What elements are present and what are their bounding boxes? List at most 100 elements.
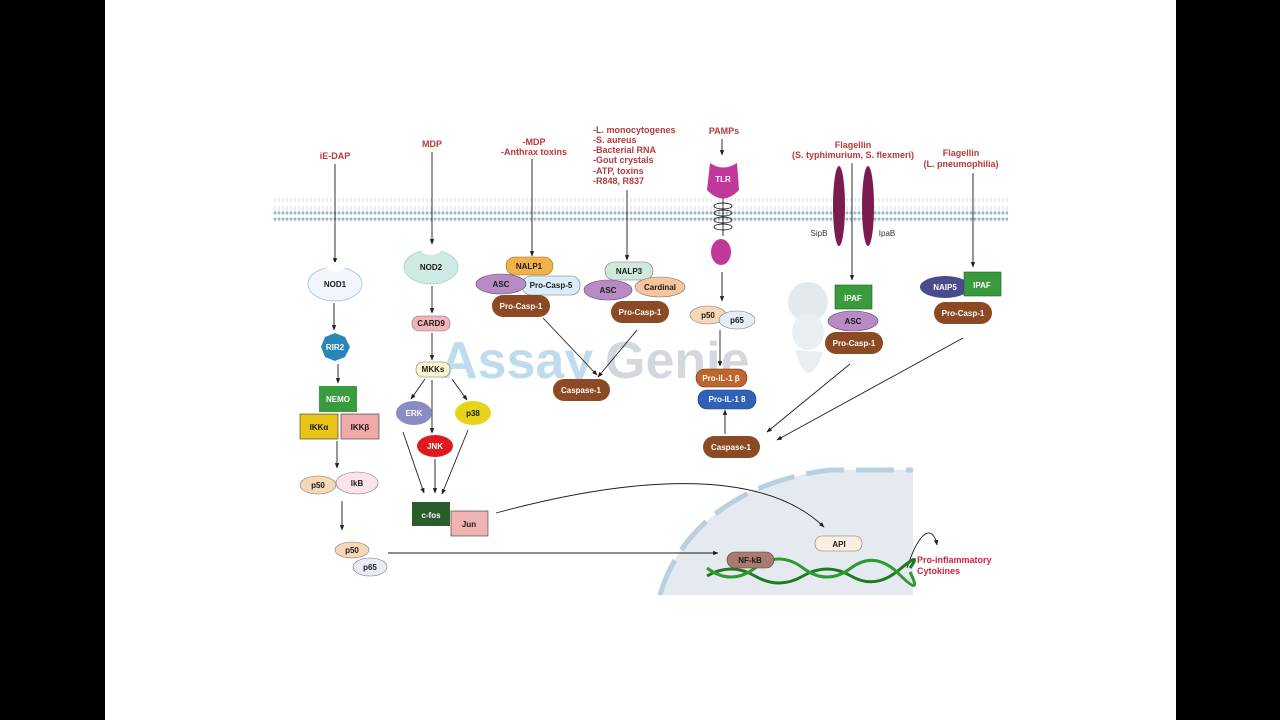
procasp1-c-node: Pro-Casp-1 xyxy=(825,332,883,354)
erk-label: ERK xyxy=(406,409,423,418)
nalp3-trigger-4: -Gout crystals xyxy=(593,155,654,165)
nalp3-trigger-1: -L. monocytogenes xyxy=(593,125,676,135)
nod2-branch: NOD2 CARD9 MKKs ERK p38 JNK c-fos Jun xyxy=(396,245,491,537)
ipaf-a-node: IPAF xyxy=(834,284,873,310)
ikb-label: IkB xyxy=(351,479,364,488)
tlr-receptor: TLR xyxy=(707,163,739,265)
nalp3-trigger-5: -ATP, toxins xyxy=(593,166,644,176)
mkks-node: MKKs xyxy=(415,361,451,378)
proil18-label: Pro-IL-1 8 xyxy=(709,395,746,404)
nod1-branch: NOD1 RIR2 NEMO IKKα IKKβ p50 IkB p50 xyxy=(299,262,388,577)
procasp1-b-node: Pro-Casp-1 xyxy=(611,301,669,323)
tlr-branch: TLR p50 p65 Pro-iL-1 β Pro-IL-1 8 Caspas… xyxy=(689,163,760,458)
procasp5-label: Pro-Casp-5 xyxy=(530,281,573,290)
tlr-label: TLR xyxy=(715,175,731,184)
stimulus-ie-dap: iE-DAP xyxy=(320,151,351,161)
procasp1-b-label: Pro-Casp-1 xyxy=(619,308,662,317)
jun-label: Jun xyxy=(462,520,476,529)
asc-2-label: ASC xyxy=(600,286,617,295)
jun-node: Jun xyxy=(450,510,489,537)
ap1-label: API xyxy=(832,540,845,549)
stimulus-labels: iE-DAP MDP -MDP -Anthrax toxins -L. mono… xyxy=(320,125,999,186)
nalp3-label: NALP3 xyxy=(616,267,643,276)
p50-b-node: p50 xyxy=(334,541,370,559)
pathway-arrows xyxy=(331,139,976,569)
nalp3-node: NALP3 xyxy=(604,261,654,281)
card9-node: CARD9 xyxy=(411,315,451,332)
p65-b-label: p65 xyxy=(363,563,377,572)
procasp1-d-node: Pro-Casp-1 xyxy=(934,302,992,324)
nalp1-label: NALP1 xyxy=(516,262,543,271)
output-cytokines-line2: Cytokines xyxy=(917,566,960,576)
naip5-label: NAIP5 xyxy=(933,283,957,292)
watermark: Assay Genie xyxy=(440,282,828,390)
genie-mascot-icon xyxy=(788,282,828,374)
procasp1-a-node: Pro-Casp-1 xyxy=(492,295,550,317)
p65-c-label: p65 xyxy=(730,316,744,325)
ipaf-b-label: IPAF xyxy=(973,281,991,290)
proil1b-node: Pro-iL-1 β xyxy=(695,368,748,388)
ipab-channel: IpaB xyxy=(862,166,895,246)
p50-a-label: p50 xyxy=(311,481,325,490)
p38-node: p38 xyxy=(455,401,491,425)
stimulus-mdp-line1: -MDP xyxy=(523,137,546,147)
ipaf-b-node: IPAF xyxy=(963,271,1002,297)
caspase1-b-node: Caspase-1 xyxy=(703,436,760,458)
erk-node: ERK xyxy=(396,401,432,425)
nfkb-label: NF-kB xyxy=(738,556,762,565)
nod1-receptor: NOD1 xyxy=(307,262,363,302)
nalp1-node: NALP1 xyxy=(505,256,554,276)
naip5-node: NAIP5 xyxy=(920,276,970,298)
caspase1-b-label: Caspase-1 xyxy=(711,443,752,452)
jnk-label: JNK xyxy=(427,442,443,451)
procasp1-d-label: Pro-Casp-1 xyxy=(942,309,985,318)
cardinal-label: Cardinal xyxy=(644,283,676,292)
p50-a-node: p50 xyxy=(299,475,337,495)
p50-c-label: p50 xyxy=(701,311,715,320)
stimulus-flagellin-2: Flagellin xyxy=(943,148,980,158)
asc-3-node: ASC xyxy=(827,310,879,332)
cell-membrane xyxy=(273,198,1008,222)
nfkb-node: NF-kB xyxy=(726,551,775,569)
sipb-channel: SipB xyxy=(811,166,845,246)
p50-b-label: p50 xyxy=(345,546,359,555)
output-cytokines-line1: Pro-inflammatory xyxy=(917,555,992,565)
ikkb-node: IKKβ xyxy=(340,413,380,440)
ipaf-a-label: IPAF xyxy=(844,294,862,303)
jnk-node: JNK xyxy=(417,435,453,457)
pathway-diagram: Assay Genie xyxy=(273,125,1008,596)
card9-label: CARD9 xyxy=(417,319,445,328)
dna-helix xyxy=(706,557,917,587)
diagram-canvas: Assay Genie xyxy=(105,0,1176,720)
mkks-label: MKKs xyxy=(422,365,445,374)
nalp3-trigger-6: -R848, R837 xyxy=(593,176,644,186)
nemo-node: NEMO xyxy=(319,386,357,412)
rip2-label: RIR2 xyxy=(326,343,345,352)
cfos-label: c-fos xyxy=(421,511,441,520)
proil18-node: Pro-IL-1 8 xyxy=(697,389,757,410)
procasp1-c-label: Pro-Casp-1 xyxy=(833,339,876,348)
nalp3-inflammasome: NALP3 Cardinal ASC Pro-Casp-1 xyxy=(583,261,686,323)
ipab-label: IpaB xyxy=(879,229,895,238)
procasp5-node: Pro-Casp-5 xyxy=(521,275,581,296)
ipaf-branch: SipB IpaB IPAF ASC Pro-Casp-1 NAIP5 IPAF xyxy=(811,166,1002,354)
stimulus-flagellin-1: Flagellin xyxy=(835,140,872,150)
asc-3-label: ASC xyxy=(845,317,862,326)
nemo-label: NEMO xyxy=(326,395,350,404)
asc-1-label: ASC xyxy=(493,280,510,289)
ikka-node: IKKα xyxy=(299,413,339,440)
nalp1-inflammasome: NALP1 Pro-Casp-5 ASC Pro-Casp-1 xyxy=(475,256,581,317)
asc-1-node: ASC xyxy=(475,273,527,295)
nod2-receptor: NOD2 xyxy=(403,245,459,285)
ap1-node: API xyxy=(814,535,863,552)
nalp3-trigger-2: -S. aureus xyxy=(593,135,637,145)
caspase1-a-node: Caspase-1 xyxy=(553,379,610,401)
asc-2-node: ASC xyxy=(583,279,633,301)
p65-c-node: p65 xyxy=(718,310,756,330)
ikkb-label: IKKβ xyxy=(351,423,370,432)
cfos-node: c-fos xyxy=(412,502,450,526)
nod1-label: NOD1 xyxy=(324,280,347,289)
stimulus-anthrax-line2: -Anthrax toxins xyxy=(501,147,567,157)
sipb-label: SipB xyxy=(811,229,828,238)
